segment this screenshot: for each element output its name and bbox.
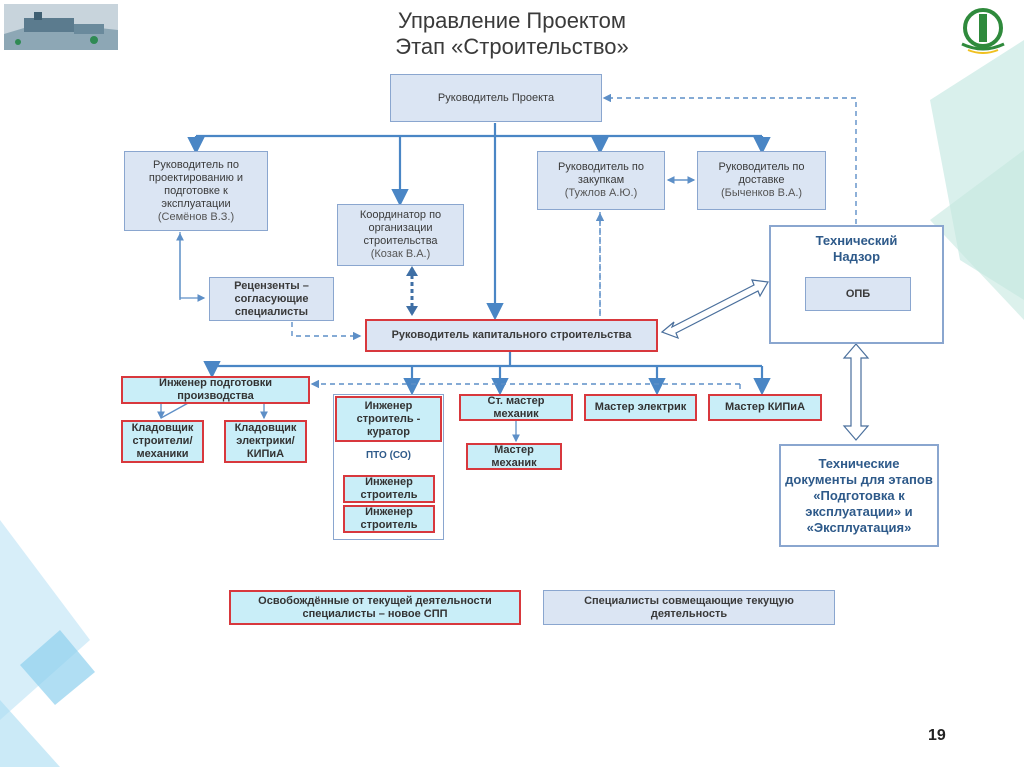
node-construction-engineer-2-label: Инженер строитель bbox=[360, 506, 418, 531]
node-master-kipia-label: Мастер КИПиА bbox=[724, 401, 806, 413]
node-coordinator: Координатор по организации строительства… bbox=[337, 204, 464, 266]
node-delivery-manager-label: Руководитель по доставке bbox=[718, 161, 805, 186]
node-technical-docs-label: Технические документы для этапов «Подгот… bbox=[785, 455, 933, 535]
pto-label: ПТО (СО) bbox=[365, 450, 411, 461]
node-delivery-manager-person: (Быченков В.А.) bbox=[720, 187, 803, 199]
legend-combining-specialists-label: Специалисты совмещающие текущую деятельн… bbox=[584, 594, 794, 620]
page-number: 19 bbox=[928, 727, 946, 744]
node-construction-engineer-2: Инженер строитель bbox=[343, 505, 435, 533]
node-master-electrician-label: Мастер электрик bbox=[594, 401, 687, 413]
legend-combining-specialists: Специалисты совмещающие текущую деятельн… bbox=[543, 590, 835, 625]
node-project-manager-label: Руководитель Проекта bbox=[437, 91, 555, 104]
node-reviewers: Рецензенты – согласующие специалисты bbox=[209, 277, 334, 321]
node-procurement-manager-label: Руководитель по закупкам bbox=[558, 161, 644, 186]
node-design-manager-label: Руководитель по проектированию и подгото… bbox=[148, 158, 244, 210]
node-design-manager-person: (Семёнов В.З.) bbox=[157, 210, 235, 223]
node-storekeeper-electric: Кладовщик электрики/ КИПиА bbox=[224, 420, 307, 463]
node-procurement-manager-person: (Тужлов А.Ю.) bbox=[564, 187, 638, 199]
node-construction-engineer-1-label: Инженер строитель bbox=[360, 476, 418, 501]
node-master-mechanic-label: Мастер механик bbox=[491, 443, 537, 469]
node-construction-engineer-curator: Инженер строитель - куратор bbox=[335, 396, 442, 442]
node-capital-construction-manager-label: Руководитель капитального строительства bbox=[391, 329, 632, 341]
node-construction-engineer-1: Инженер строитель bbox=[343, 475, 435, 503]
company-logo bbox=[952, 6, 1014, 54]
node-senior-master-mechanic: Ст. мастер механик bbox=[459, 394, 573, 421]
page-title-line1: Управление Проектом bbox=[398, 8, 626, 33]
node-delivery-manager: Руководитель по доставке (Быченков В.А.) bbox=[697, 151, 826, 210]
page-title-line2: Этап «Строительство» bbox=[395, 34, 629, 59]
node-construction-engineer-curator-label: Инженер строитель - куратор bbox=[356, 399, 421, 438]
legend-released-specialists: Освобождённые от текущей деятельности сп… bbox=[229, 590, 521, 625]
node-technical-docs: Технические документы для этапов «Подгот… bbox=[779, 444, 939, 547]
node-storekeeper-builders-label: Кладовщик строители/ механики bbox=[131, 422, 194, 460]
node-production-engineer: Инженер подготовки производства bbox=[121, 376, 310, 404]
node-technical-supervision-label: Технический Надзор bbox=[815, 233, 898, 264]
node-procurement-manager: Руководитель по закупкам (Тужлов А.Ю.) bbox=[537, 151, 665, 210]
node-coordinator-person: (Козак В.А.) bbox=[370, 248, 431, 260]
group-pto: Инженер строитель - куратор ПТО (СО) Инж… bbox=[333, 394, 444, 540]
node-capital-construction-manager: Руководитель капитального строительства bbox=[365, 319, 658, 352]
node-storekeeper-builders: Кладовщик строители/ механики bbox=[121, 420, 204, 463]
node-design-manager: Руководитель по проектированию и подгото… bbox=[124, 151, 268, 231]
node-technical-supervision: Технический Надзор ОПБ bbox=[769, 225, 944, 344]
node-reviewers-label: Рецензенты – согласующие специалисты bbox=[234, 279, 309, 318]
node-master-mechanic: Мастер механик bbox=[466, 443, 562, 470]
node-opb-label: ОПБ bbox=[845, 287, 871, 300]
node-project-manager: Руководитель Проекта bbox=[390, 74, 602, 122]
node-master-electrician: Мастер электрик bbox=[584, 394, 697, 421]
node-opb: ОПБ bbox=[805, 277, 911, 311]
node-master-kipia: Мастер КИПиА bbox=[708, 394, 822, 421]
legend-released-specialists-label: Освобождённые от текущей деятельности сп… bbox=[258, 594, 492, 620]
node-production-engineer-label: Инженер подготовки производства bbox=[159, 377, 272, 402]
node-storekeeper-electric-label: Кладовщик электрики/ КИПиА bbox=[234, 422, 297, 460]
node-coordinator-label: Координатор по организации строительства bbox=[359, 209, 442, 247]
node-senior-master-mechanic-label: Ст. мастер механик bbox=[487, 394, 545, 420]
header-building-image bbox=[4, 4, 118, 50]
